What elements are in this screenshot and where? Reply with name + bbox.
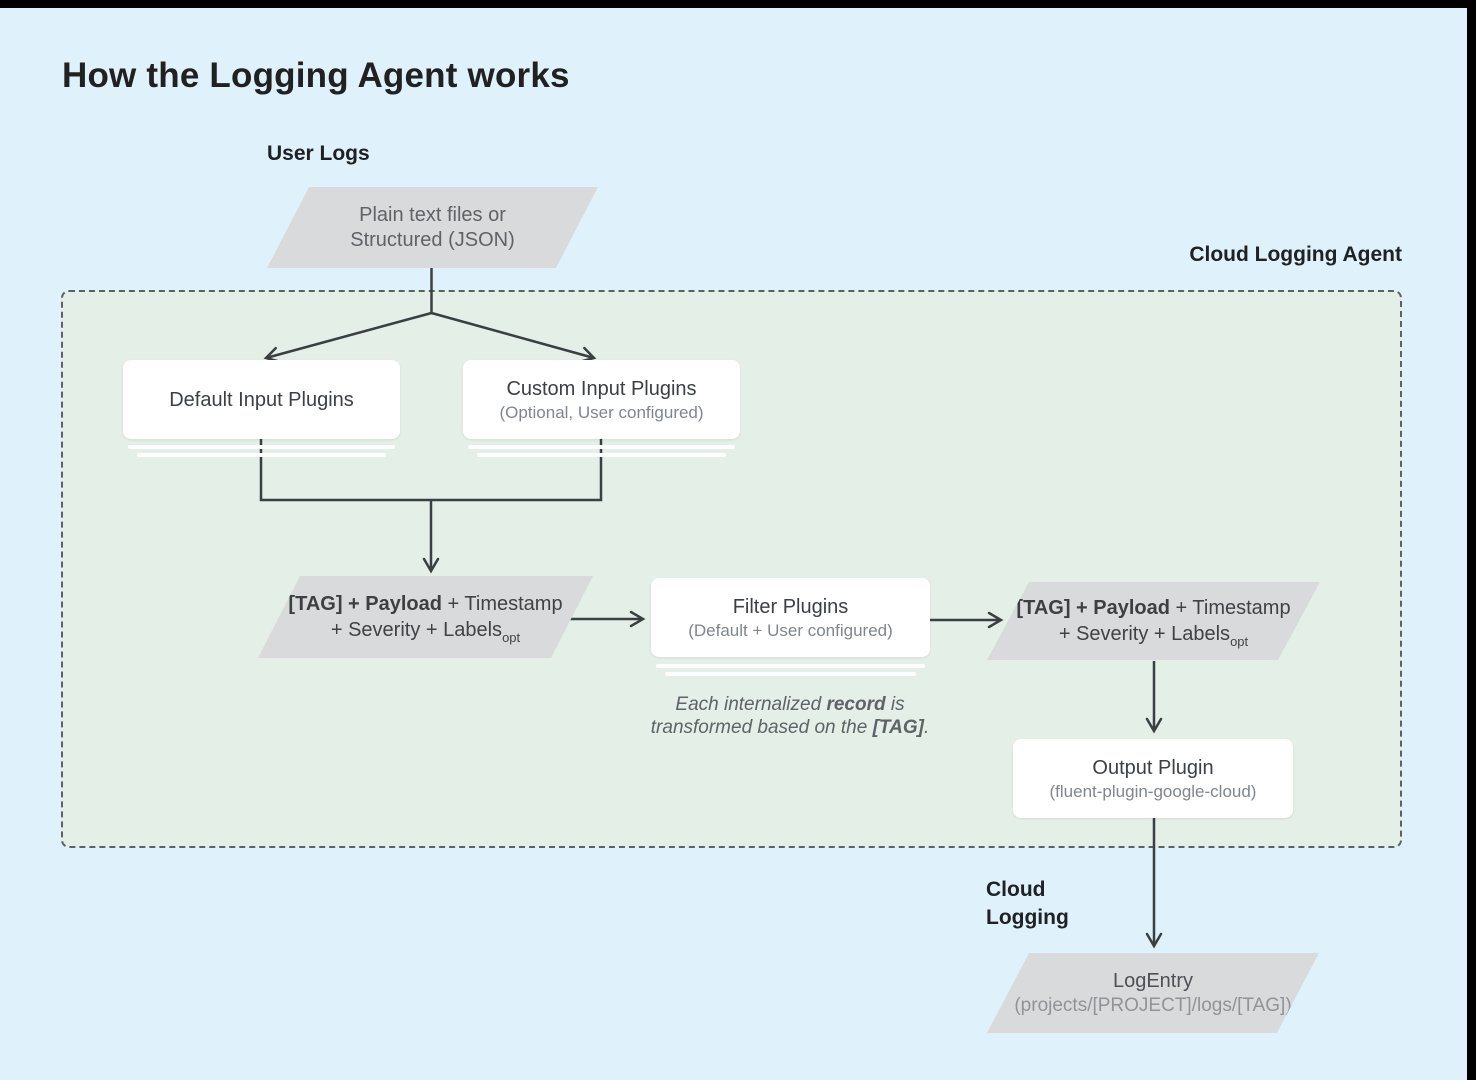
- cloud-logging-label-line2: Logging: [986, 906, 1069, 929]
- log-entry-subtitle: (projects/[PROJECT]/logs/[TAG]): [1014, 995, 1292, 1016]
- filter-note-line2-pre: transformed based on the: [650, 717, 873, 738]
- custom-input-stack-bar-1: [468, 445, 735, 449]
- custom-input-plugins-subtitle: (Optional, User configured): [499, 402, 704, 422]
- user-logs-label: User Logs: [267, 142, 370, 165]
- log-record-right-line1: [TAG] + Payload + Timestamp: [1016, 595, 1290, 621]
- filter-plugins-title: Filter Plugins: [732, 595, 849, 618]
- log-record-left-shape: [TAG] + Payload + Timestamp + Severity +…: [258, 576, 593, 658]
- custom-input-plugins-node: Custom Input Plugins (Optional, User con…: [463, 360, 740, 439]
- log-record-right-line2: + Severity + Labelsopt: [1059, 621, 1248, 647]
- filter-stack-bar-2: [665, 672, 916, 676]
- output-plugin-node: Output Plugin (fluent-plugin-google-clou…: [1013, 739, 1293, 818]
- user-input-line2: Structured (JSON): [350, 228, 515, 251]
- filter-note: Each internalized record is transformed …: [640, 693, 940, 739]
- letterbox-right-bar: [1467, 0, 1476, 1080]
- log-entry-shape: LogEntry (projects/[PROJECT]/logs/[TAG]): [987, 953, 1319, 1033]
- log-record-left-bold: [TAG] + Payload: [288, 593, 442, 615]
- filter-stack-bar-1: [656, 664, 925, 668]
- default-input-stack-bar-2: [137, 453, 386, 457]
- filter-note-line1-bold: record: [826, 694, 886, 715]
- log-record-right-subscript: opt: [1230, 634, 1249, 649]
- log-record-left-subscript: opt: [502, 630, 521, 645]
- arrow-to-default-input: [263, 311, 432, 363]
- filter-plugins-node: Filter Plugins (Default + User configure…: [651, 578, 930, 657]
- filter-plugins-subtitle: (Default + User configured): [688, 620, 893, 640]
- page-title: How the Logging Agent works: [62, 56, 570, 95]
- output-plugin-subtitle: (fluent-plugin-google-cloud): [1049, 781, 1257, 801]
- filter-note-line1-pre: Each internalized: [675, 694, 827, 715]
- log-entry-title: LogEntry: [1112, 970, 1194, 992]
- arrow-to-custom-input: [431, 311, 597, 363]
- log-record-right-bold: [TAG] + Payload: [1016, 597, 1170, 619]
- letterbox-top-bar: [0, 0, 1476, 8]
- custom-input-plugins-title: Custom Input Plugins: [506, 377, 697, 400]
- log-record-right-line2-text: + Severity + Labels: [1058, 623, 1231, 645]
- log-record-left-line1: [TAG] + Payload + Timestamp: [288, 591, 562, 617]
- log-record-left-line2-text: + Severity + Labels: [330, 619, 503, 641]
- default-input-plugins-title: Default Input Plugins: [169, 388, 354, 411]
- filter-note-line2-bold: [TAG]: [872, 717, 924, 738]
- log-record-right-rest: + Timestamp: [1169, 597, 1291, 619]
- user-input-line1: Plain text files or: [359, 203, 506, 226]
- output-plugin-title: Output Plugin: [1092, 756, 1214, 779]
- cloud-logging-label: Cloud Logging: [986, 876, 1069, 932]
- default-input-stack-bar-1: [128, 445, 395, 449]
- log-record-left-line2: + Severity + Labelsopt: [331, 617, 520, 643]
- log-record-right-shape: [TAG] + Payload + Timestamp + Severity +…: [987, 582, 1320, 660]
- filter-note-line2: transformed based on the [TAG].: [640, 716, 940, 739]
- custom-input-stack-bar-2: [477, 453, 726, 457]
- filter-note-line1: Each internalized record is: [640, 693, 940, 716]
- cloud-logging-agent-label: Cloud Logging Agent: [1189, 243, 1402, 266]
- default-input-plugins-node: Default Input Plugins: [123, 360, 400, 439]
- log-record-left-rest: + Timestamp: [441, 593, 563, 615]
- user-input-shape: Plain text files or Structured (JSON): [267, 187, 598, 268]
- cloud-logging-label-line1: Cloud: [986, 878, 1046, 901]
- filter-note-line1-post: is: [885, 694, 905, 715]
- filter-note-line2-post: .: [923, 717, 930, 738]
